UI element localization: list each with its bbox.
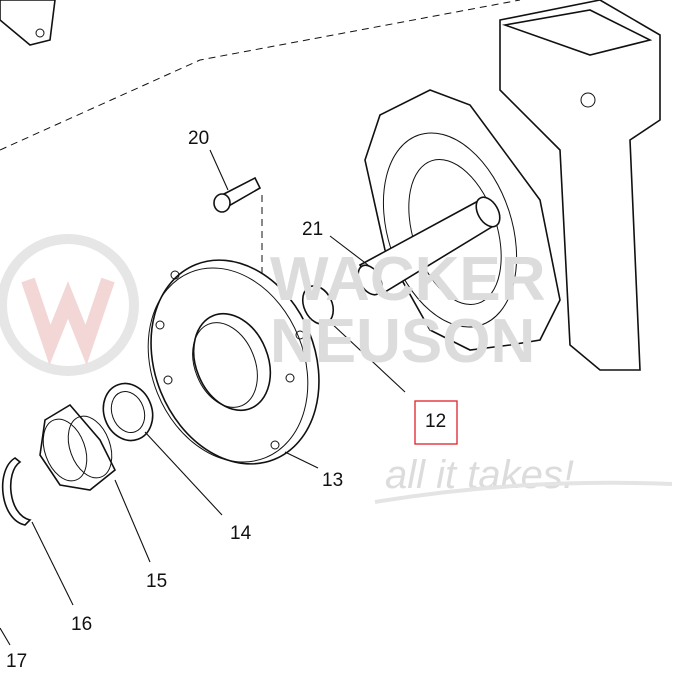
part-20-bolt bbox=[213, 176, 262, 213]
part-12-retaining-ring bbox=[301, 285, 335, 325]
watermark-brand-line2: NEUSON bbox=[270, 307, 535, 376]
part-14-ring bbox=[102, 382, 154, 442]
callout-16[interactable]: 16 bbox=[71, 614, 92, 635]
callout-12[interactable]: 12 bbox=[425, 411, 446, 432]
callout-21[interactable]: 21 bbox=[302, 219, 323, 240]
part-13-flange-plate bbox=[147, 259, 320, 465]
callout-17[interactable]: 17 bbox=[6, 651, 27, 672]
part-16-circlip bbox=[1, 457, 32, 526]
watermark-logo-icon bbox=[0, 234, 139, 376]
callout-13[interactable]: 13 bbox=[322, 470, 343, 491]
highlight-box bbox=[414, 400, 458, 445]
callout-15[interactable]: 15 bbox=[146, 571, 167, 592]
housing-fragment bbox=[0, 0, 521, 340]
callout-14[interactable]: 14 bbox=[230, 523, 252, 544]
leader-lines bbox=[0, 149, 406, 646]
watermark: WACKER NEUSON all it takes! bbox=[0, 234, 673, 504]
part-15-bearing bbox=[39, 403, 117, 491]
callout-20[interactable]: 20 bbox=[188, 128, 209, 149]
motor-housing bbox=[357, 0, 661, 371]
watermark-brand-line1: WACKER bbox=[270, 245, 546, 314]
watermark-logo-w-icon bbox=[21, 277, 115, 366]
